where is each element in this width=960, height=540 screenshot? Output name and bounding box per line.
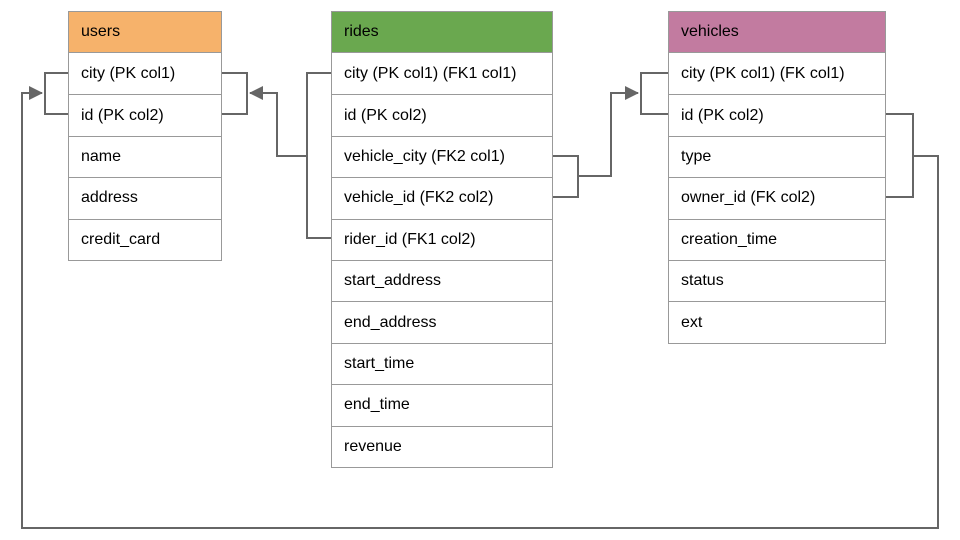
fk2-rides-bracket <box>552 155 579 198</box>
rides-table-header: rides <box>332 12 552 53</box>
users-row-address: address <box>69 177 221 219</box>
vehicles-table-header: vehicles <box>669 12 885 53</box>
fk1-rides-bracket <box>306 72 332 239</box>
users-table: users city (PK col1) id (PK col2) name a… <box>68 11 222 261</box>
users-row-city: city (PK col1) <box>69 53 221 95</box>
vehicles-row-creation-time: creation_time <box>669 218 885 260</box>
vehicles-row-ext: ext <box>669 301 885 343</box>
rides-table: rides city (PK col1) (FK1 col1) id (PK c… <box>331 11 553 468</box>
fk-connector-vehicles-to-users <box>21 72 939 529</box>
rides-row-end-address: end_address <box>332 301 552 343</box>
vehicles-row-owner-id: owner_id (FK col2) <box>669 177 885 219</box>
rides-row-end-time: end_time <box>332 384 552 426</box>
rides-row-start-address: start_address <box>332 259 552 302</box>
vehicles-table: vehicles city (PK col1) (FK col1) id (PK… <box>668 11 886 344</box>
fk1-connector-rides-to-users <box>221 72 332 239</box>
fk-vehicles-bracket <box>884 113 914 198</box>
fk1-connector-path <box>250 92 308 157</box>
vehicles-row-id: id (PK col2) <box>669 94 885 136</box>
fk2-vehicles-bracket <box>640 72 669 115</box>
fk1-arrowhead-icon <box>249 86 263 100</box>
fk-users-bracket <box>44 72 69 115</box>
fk2-connector-rides-to-vehicles <box>552 72 669 198</box>
vehicles-row-city: city (PK col1) (FK col1) <box>669 53 885 95</box>
rides-row-revenue: revenue <box>332 425 552 467</box>
rides-row-city: city (PK col1) (FK1 col1) <box>332 53 552 95</box>
vehicles-row-status: status <box>669 259 885 302</box>
vehicles-row-type: type <box>669 135 885 178</box>
fk-arrowhead-icon <box>29 86 43 100</box>
rides-row-id: id (PK col2) <box>332 94 552 136</box>
fk2-arrowhead-icon <box>625 86 639 100</box>
rides-row-vehicle-city: vehicle_city (FK2 col1) <box>332 135 552 178</box>
rides-row-vehicle-id: vehicle_id (FK2 col2) <box>332 177 552 219</box>
users-row-id: id (PK col2) <box>69 94 221 136</box>
users-row-name: name <box>69 135 221 178</box>
users-row-credit-card: credit_card <box>69 218 221 260</box>
fk1-users-bracket <box>221 72 248 115</box>
fk2-connector-path <box>577 92 638 177</box>
users-table-header: users <box>69 12 221 53</box>
rides-row-start-time: start_time <box>332 342 552 385</box>
fk-connector-path <box>21 92 939 529</box>
rides-row-rider-id: rider_id (FK1 col2) <box>332 218 552 260</box>
